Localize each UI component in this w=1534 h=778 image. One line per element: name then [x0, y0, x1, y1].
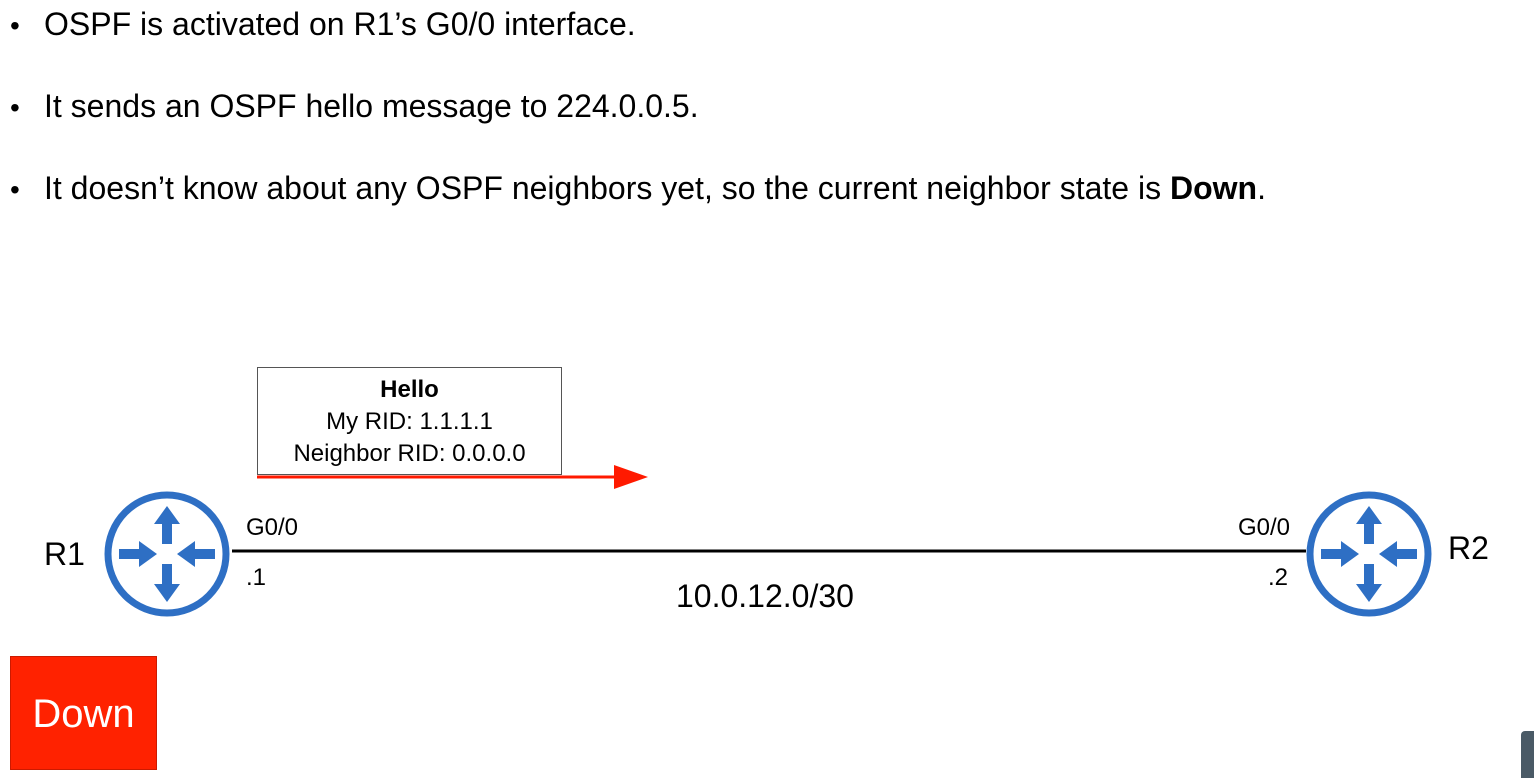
hello-title: Hello: [380, 376, 439, 403]
bullet-symbol: •: [10, 174, 20, 205]
r1-interface: G0/0: [246, 514, 299, 541]
hello-my-rid: My RID: 1.1.1.1: [326, 408, 493, 435]
bullet-item: • It sends an OSPF hello message to 224.0…: [10, 84, 699, 130]
bullet-bold-state: Down: [1169, 170, 1258, 206]
r1-name: R1: [44, 536, 85, 572]
router-icon: [1306, 491, 1432, 617]
bullet-text: OSPF is activated on R1’s G0/0 interface…: [44, 6, 636, 42]
bullet-text: It doesn’t know about any OSPF neighbors…: [44, 170, 1170, 206]
arrow-right-icon: [257, 465, 648, 489]
hello-message-box: Hello My RID: 1.1.1.1 Neighbor RID: 0.0.…: [257, 367, 562, 475]
bullet-item: • OSPF is activated on R1’s G0/0 interfac…: [10, 2, 636, 48]
r2-address: .2: [1268, 564, 1289, 591]
r2-interface: G0/0: [1238, 514, 1291, 541]
r1-address: .1: [246, 564, 267, 591]
bullet-item: • It doesn’t know about any OSPF neighbor…: [10, 166, 1266, 212]
network-address: 10.0.12.0/30: [676, 578, 854, 614]
bullet-text-end: .: [1257, 170, 1266, 206]
bullet-symbol: •: [10, 92, 20, 123]
corner-overlay-button[interactable]: [1521, 731, 1534, 778]
hello-neighbor-rid: Neighbor RID: 0.0.0.0: [293, 440, 526, 467]
neighbor-state-badge: Down: [10, 656, 157, 770]
bullet-symbol: •: [10, 10, 20, 41]
bullet-text: It sends an OSPF hello message to 224.0.…: [44, 88, 699, 124]
router-icon: [104, 491, 230, 617]
r2-name: R2: [1448, 530, 1489, 566]
